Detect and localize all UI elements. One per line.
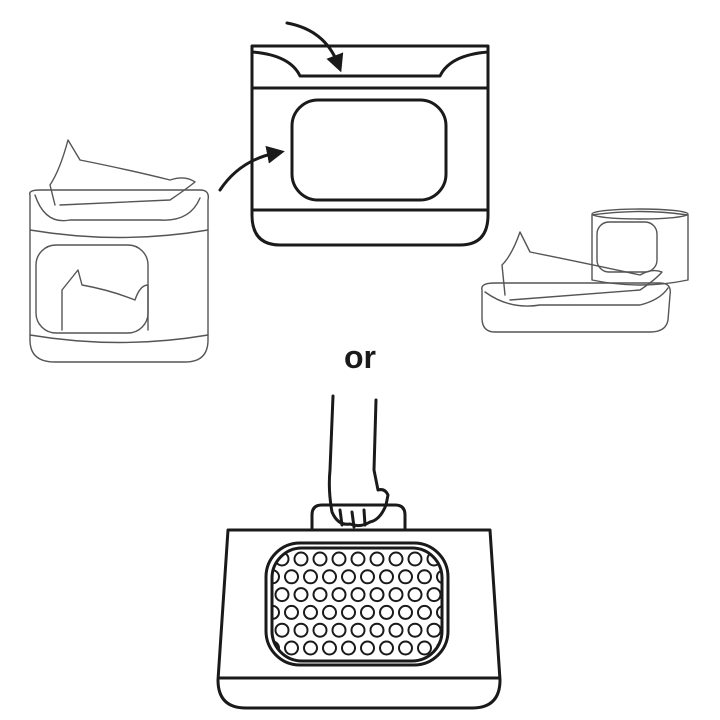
vent-hole xyxy=(379,640,394,656)
vent-hole xyxy=(426,587,442,603)
vent-hole xyxy=(341,569,356,585)
vent-hole xyxy=(398,569,413,585)
vent-hole xyxy=(322,640,337,656)
vent-hole xyxy=(360,569,375,585)
vent-hole xyxy=(322,569,337,585)
vent-hole xyxy=(388,587,404,603)
vent-hole xyxy=(303,604,318,620)
vent-hole xyxy=(331,622,347,638)
vent-hole xyxy=(360,604,375,620)
vent-hole xyxy=(303,569,318,585)
vent-hole xyxy=(398,604,413,620)
vent-hole xyxy=(293,622,309,638)
carrier-with-vents xyxy=(216,503,502,710)
vent-hole xyxy=(331,551,347,567)
vent-hole xyxy=(417,604,432,620)
vent-hole xyxy=(284,569,299,585)
vent-hole xyxy=(331,587,347,603)
vent-hole xyxy=(388,551,404,567)
vent-hole xyxy=(379,604,394,620)
vent-hole xyxy=(293,587,309,603)
vent-hole xyxy=(312,622,328,638)
vent-hole xyxy=(312,551,328,567)
hand-holding-handle xyxy=(327,394,390,529)
vent-hole xyxy=(350,622,366,638)
vent-hole xyxy=(379,569,394,585)
vent-hole xyxy=(293,551,309,567)
vent-hole xyxy=(369,551,385,567)
arrow-into-window xyxy=(218,145,285,192)
vent-holes xyxy=(272,551,442,656)
vent-hole xyxy=(303,640,318,656)
vent-hole xyxy=(274,622,290,638)
vent-hole xyxy=(436,604,442,620)
vent-hole xyxy=(284,604,299,620)
carrier-front xyxy=(250,44,490,247)
cat-bed-with-bowl xyxy=(481,208,689,333)
vent-hole xyxy=(407,551,423,567)
vent-hole xyxy=(274,587,290,603)
separator-or: or xyxy=(344,339,376,375)
vent-hole xyxy=(341,640,356,656)
vent-hole xyxy=(350,587,366,603)
vent-hole xyxy=(436,569,442,585)
vent-hole xyxy=(417,569,432,585)
vent-hole xyxy=(398,640,413,656)
cat-bed-stacked xyxy=(29,139,210,363)
vent-hole xyxy=(388,622,404,638)
vent-hole xyxy=(322,604,337,620)
vent-hole xyxy=(350,551,366,567)
vent-hole xyxy=(272,604,280,620)
vent-hole xyxy=(407,587,423,603)
vent-hole xyxy=(369,587,385,603)
vent-hole xyxy=(360,640,375,656)
vent-hole xyxy=(341,604,356,620)
vent-hole xyxy=(369,622,385,638)
vent-hole xyxy=(284,640,299,656)
vent-hole xyxy=(312,587,328,603)
vent-hole xyxy=(407,622,423,638)
vent-hole xyxy=(426,622,442,638)
arrow-into-top xyxy=(285,21,344,73)
vent-hole xyxy=(417,640,432,656)
